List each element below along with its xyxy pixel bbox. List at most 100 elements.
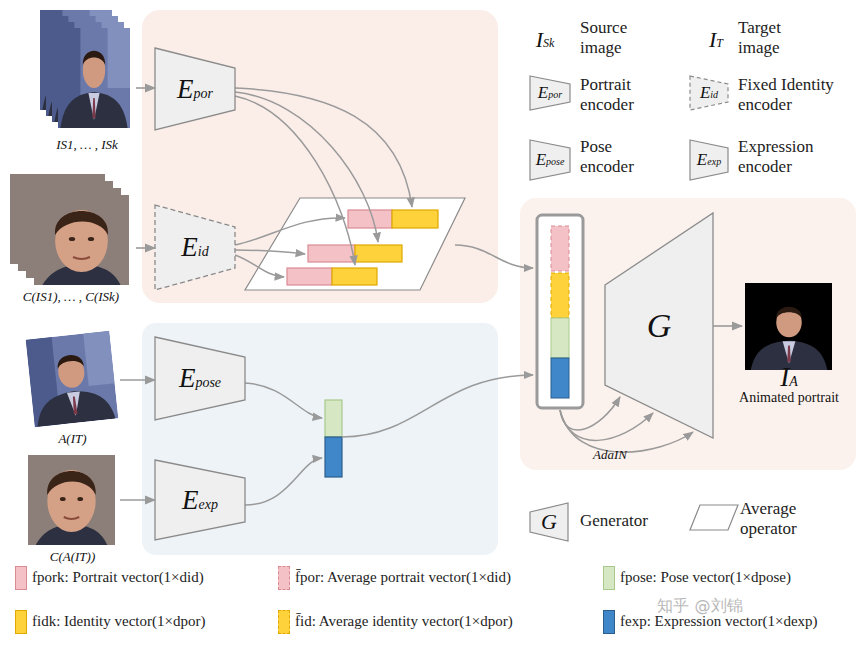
legend-swatch bbox=[603, 610, 615, 634]
concatenated-vector bbox=[537, 215, 583, 408]
flow-curve-part bbox=[235, 92, 378, 242]
feature-vectors-part bbox=[325, 437, 342, 477]
legend-swatch bbox=[278, 566, 290, 590]
legend-symbol-part bbox=[690, 140, 728, 180]
legend-symbol-part bbox=[530, 503, 568, 541]
legend-label: fidk: Identity vector(1×dpor) bbox=[32, 613, 205, 630]
legend-label: Target image bbox=[738, 18, 798, 57]
concatenated-vector-part bbox=[551, 273, 569, 318]
feature-vectors-part bbox=[348, 210, 392, 228]
legend-label: Source image bbox=[580, 18, 640, 57]
feature-vectors-part bbox=[392, 210, 438, 228]
image-node: C(A(IT)) bbox=[25, 452, 120, 564]
feature-vectors-part bbox=[332, 268, 377, 285]
source-image-stack bbox=[40, 10, 130, 128]
symbol-label: Epor bbox=[538, 83, 562, 103]
symbol-label: IT bbox=[709, 27, 723, 53]
node-label: C(A(IT)) bbox=[50, 550, 96, 564]
output-image-node: IAAnimated portrait bbox=[742, 282, 836, 406]
flow-curve-part bbox=[245, 458, 322, 505]
augmented-target-image-part bbox=[26, 331, 119, 427]
node-label: Animated portrait bbox=[739, 391, 839, 406]
legend-label: fpork: Portrait vector(1×did) bbox=[32, 569, 204, 586]
trapezoid-shape bbox=[155, 205, 235, 290]
node-label: Epor bbox=[177, 75, 213, 103]
legend-symbol-part bbox=[690, 76, 728, 110]
image-node: IS1, … , ISk bbox=[38, 8, 136, 152]
legend-label: Portrait encoder bbox=[580, 75, 658, 114]
flow-curve-part bbox=[235, 96, 355, 265]
concatenated-vector-part bbox=[537, 215, 583, 408]
node-label: Eexp bbox=[182, 486, 218, 514]
trapezoid-shape bbox=[155, 48, 235, 130]
legend-swatch bbox=[278, 610, 290, 634]
flow-curve-part bbox=[455, 245, 533, 268]
node-label: IA bbox=[780, 363, 798, 391]
animated-portrait-image-part bbox=[751, 307, 828, 370]
node-label: G bbox=[647, 308, 672, 344]
symbol-label: G bbox=[541, 509, 557, 535]
symbol-label: Epose bbox=[536, 150, 565, 170]
concatenated-vector-part bbox=[551, 226, 569, 271]
animated-portrait-image bbox=[745, 283, 832, 370]
image-node: C(IS1), … , C(ISk) bbox=[6, 172, 136, 304]
legend-swatch bbox=[603, 566, 615, 590]
flow-arrow bbox=[120, 379, 155, 381]
legend-label: fpose: Pose vector(1×dpose) bbox=[620, 569, 791, 586]
legend-label: Expression encoder bbox=[738, 137, 848, 176]
feature-vectors-part bbox=[308, 245, 355, 262]
node-label: C(IS1), … , C(ISk) bbox=[23, 290, 119, 304]
legend-symbol-part bbox=[530, 76, 570, 110]
legend-symbol-part bbox=[690, 505, 738, 530]
node-label: IS1, … , ISk bbox=[56, 138, 118, 152]
flow-curve-part bbox=[560, 397, 620, 430]
augmented-target-image bbox=[26, 331, 119, 427]
legend-label: Pose encoder bbox=[580, 137, 652, 176]
feature-vectors-part bbox=[287, 268, 332, 285]
flow-curve-part bbox=[235, 218, 345, 245]
node-label: A(IT) bbox=[58, 432, 86, 446]
node-label: Eid bbox=[181, 233, 208, 261]
encoder-box: Epose bbox=[155, 337, 245, 420]
cropped-image-stack-part bbox=[34, 195, 129, 285]
flow-arrow bbox=[136, 247, 155, 249]
flow-curve-part bbox=[342, 375, 533, 437]
encoder-box: Eid bbox=[155, 205, 235, 290]
legend-label: fexp: Expression vector(1×dexp) bbox=[620, 613, 818, 630]
legend-symbol bbox=[530, 76, 738, 541]
image-node: A(IT) bbox=[25, 330, 120, 446]
legend-label: f̄por: Average portrait vector(1×did) bbox=[295, 569, 511, 586]
symbol-label: Eid bbox=[700, 83, 718, 103]
feature-vectors bbox=[287, 210, 438, 477]
cropped-target-image bbox=[28, 455, 115, 545]
encoder-box: Epor bbox=[155, 48, 235, 130]
feature-vectors-part bbox=[325, 400, 342, 437]
animated-portrait-image-part bbox=[745, 283, 832, 370]
concatenated-vector-part bbox=[551, 358, 569, 398]
source-image-stack-part bbox=[58, 28, 130, 128]
generator-box: G bbox=[605, 213, 713, 438]
flow-curve-part bbox=[235, 250, 305, 254]
group-region-part bbox=[142, 323, 498, 555]
operation-label: AdaIN bbox=[593, 447, 627, 463]
flow-arrow bbox=[136, 87, 155, 89]
symbol-label: Eexp bbox=[697, 150, 721, 170]
encoder-box: Eexp bbox=[155, 460, 245, 540]
legend-label: f̄id: Average identity vector(1×dpor) bbox=[295, 613, 513, 630]
flow-arrow bbox=[713, 325, 742, 327]
trapezoid-shape bbox=[155, 460, 245, 540]
flow-curve-part bbox=[245, 383, 322, 418]
group-region-part bbox=[142, 10, 498, 303]
cropped-image-stack bbox=[10, 174, 129, 285]
trapezoid-shape bbox=[155, 337, 245, 420]
flow-arrow bbox=[120, 499, 155, 501]
concatenated-vector-part bbox=[551, 318, 569, 358]
trapezoid-shape bbox=[605, 213, 713, 438]
group-region-part bbox=[520, 198, 856, 470]
feature-vectors-part bbox=[355, 245, 402, 262]
legend-swatch bbox=[15, 566, 27, 590]
legend-symbol-part bbox=[530, 140, 570, 180]
